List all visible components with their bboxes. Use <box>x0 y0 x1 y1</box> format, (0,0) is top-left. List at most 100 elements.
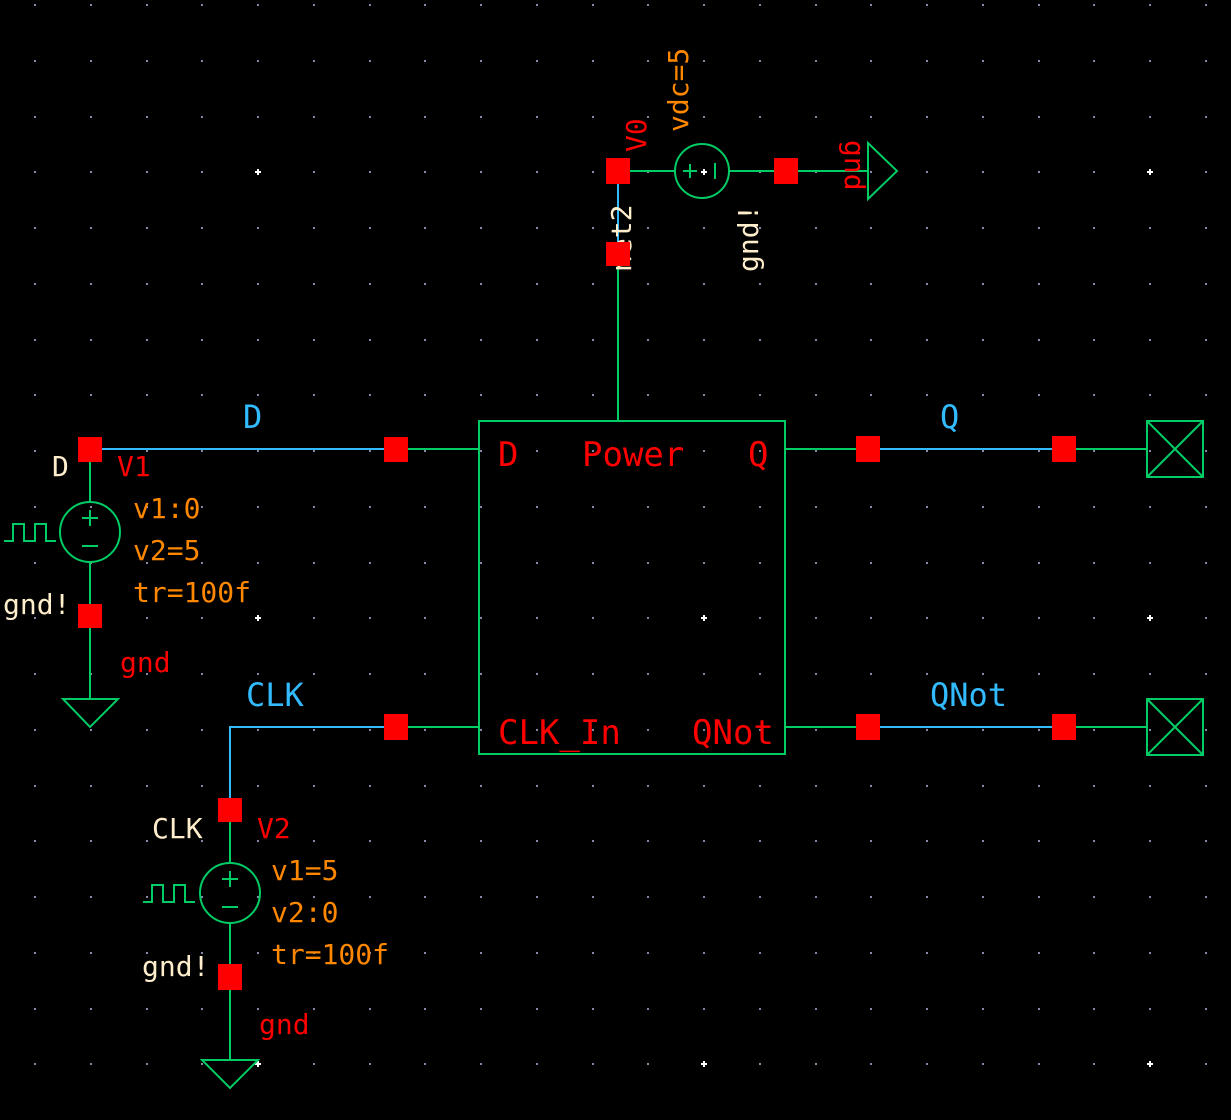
grid-dot <box>759 729 761 731</box>
grid-dot <box>592 840 594 842</box>
pin-qnot-wire-end[interactable] <box>1052 714 1076 740</box>
grid-dot <box>369 450 371 452</box>
source-v1[interactable]: D V1 v1:0 v2=5 tr=100f gnd! gnd <box>3 449 251 729</box>
source-v0[interactable]: V0 vdc=5 gnd gnd! <box>618 48 899 272</box>
grid-dot <box>146 1063 148 1065</box>
grid-dot <box>1205 339 1207 341</box>
grid-dot <box>926 952 928 954</box>
grid-dot <box>424 4 426 6</box>
grid-dot <box>313 1063 315 1065</box>
grid-dot <box>369 1008 371 1010</box>
grid-dot <box>313 840 315 842</box>
grid-major-mark <box>255 1061 261 1067</box>
pin-q-wire-end[interactable] <box>1052 436 1076 462</box>
grid-dot <box>424 1063 426 1065</box>
ground-icon-v2 <box>199 1059 261 1090</box>
net-q[interactable]: Q <box>785 398 1204 478</box>
grid-dot <box>313 1008 315 1010</box>
grid-dot <box>90 840 92 842</box>
grid-dot <box>1093 60 1095 62</box>
pin-v2-bottom[interactable] <box>218 964 242 990</box>
param-label-v0-vdc: vdc=5 <box>662 48 695 132</box>
grid-major-mark <box>1147 615 1153 621</box>
pin-qnot-wire-start[interactable] <box>856 714 880 740</box>
grid-dot <box>982 673 984 675</box>
grid-dot <box>926 785 928 787</box>
grid-dot <box>1205 617 1207 619</box>
grid-dot <box>369 283 371 285</box>
grid-dot <box>424 171 426 173</box>
grid-dot <box>703 952 705 954</box>
output-pin-q[interactable] <box>1146 420 1204 478</box>
grid-dot <box>647 4 649 6</box>
instance-label-v0: V0 <box>620 118 653 152</box>
grid-dot <box>1093 562 1095 564</box>
grid-dot <box>1038 673 1040 675</box>
grid-dot <box>592 394 594 396</box>
grid-dot <box>90 339 92 341</box>
grid-dot <box>1205 1008 1207 1010</box>
pin-d-wire-end[interactable] <box>384 437 408 462</box>
grid-dot <box>1093 673 1095 675</box>
grid-dot <box>480 952 482 954</box>
grid-dot <box>34 283 36 285</box>
grid-dot <box>870 1008 872 1010</box>
grid-major-mark <box>255 615 261 621</box>
grid-dot <box>759 562 761 564</box>
net-net2[interactable]: net2 <box>605 171 638 421</box>
net-qnot[interactable]: QNot <box>785 676 1204 756</box>
grid-dot <box>1205 729 1207 731</box>
grid-dot <box>1205 506 1207 508</box>
pin-v0-minus[interactable] <box>774 158 798 184</box>
grid-dot <box>647 1008 649 1010</box>
net-d[interactable]: D <box>90 398 479 450</box>
grid-dot <box>90 952 92 954</box>
output-pin-qnot[interactable] <box>1146 698 1204 756</box>
grid-dot <box>870 562 872 564</box>
wire-clk[interactable] <box>229 726 396 809</box>
net-clk[interactable]: CLK <box>229 676 479 809</box>
grid-dot <box>201 60 203 62</box>
grid-dot <box>870 1063 872 1065</box>
grid-dot <box>424 506 426 508</box>
grid-dot <box>90 283 92 285</box>
grid-dot <box>424 617 426 619</box>
grid-dot <box>1149 562 1151 564</box>
grid-dot <box>257 60 259 62</box>
grid-dot <box>313 4 315 6</box>
grid-dot <box>257 785 259 787</box>
grid-dot <box>926 116 928 118</box>
net-label-q: Q <box>940 398 959 436</box>
grid-dot <box>926 60 928 62</box>
pin-v2-top[interactable] <box>218 798 242 822</box>
grid-dot <box>34 339 36 341</box>
grid-dot <box>90 729 92 731</box>
pin-v1-top[interactable] <box>78 437 102 462</box>
grid-dot <box>1205 562 1207 564</box>
power-block-outline[interactable] <box>478 420 786 755</box>
grid-dot <box>982 1008 984 1010</box>
grid-dot <box>1149 283 1151 285</box>
grid-dot <box>146 562 148 564</box>
grid-dot <box>1205 171 1207 173</box>
grid-dot <box>815 617 817 619</box>
source-v2[interactable]: CLK V2 v1=5 v2:0 tr=100f gnd! gnd <box>142 809 389 1090</box>
grid-dot <box>815 394 817 396</box>
grid-dot <box>34 506 36 508</box>
pin-v1-bottom[interactable] <box>78 604 102 628</box>
ground-label-v2: gnd <box>259 1008 310 1041</box>
grid-dot <box>982 1063 984 1065</box>
grid-dot <box>703 673 705 675</box>
grid-dot <box>1149 896 1151 898</box>
grid-dot <box>201 785 203 787</box>
pin-clk-wire-end[interactable] <box>384 714 408 740</box>
pin-net2[interactable] <box>606 242 630 266</box>
grid-dot <box>815 785 817 787</box>
power-block[interactable]: D Power Q CLK_In QNot <box>478 420 786 755</box>
grid-dot <box>1038 1008 1040 1010</box>
grid-dot <box>480 896 482 898</box>
pin-q-wire-start[interactable] <box>856 436 880 462</box>
param-v2-1: v2:0 <box>271 896 338 929</box>
pin-v0-plus[interactable] <box>606 158 630 184</box>
